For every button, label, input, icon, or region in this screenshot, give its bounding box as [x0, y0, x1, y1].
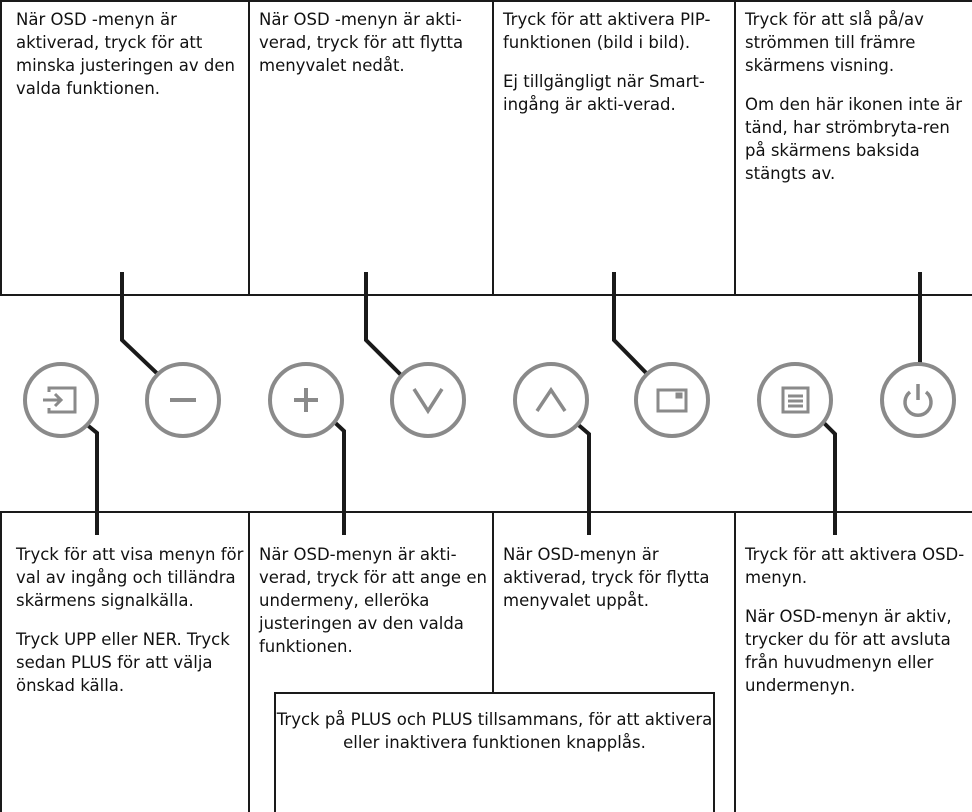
down-button[interactable]: [390, 362, 466, 438]
power-icon: [903, 384, 933, 417]
leader-menu: [820, 419, 837, 535]
input-source-icon: [43, 386, 77, 414]
pip-button[interactable]: [634, 362, 710, 438]
bottom-desc-input: Tryck för att visa menyn för val av ingå…: [16, 543, 244, 713]
menu-icon: [781, 386, 810, 414]
top-desc-power: Tryck för att slå på/av strömmen till fr…: [745, 8, 970, 201]
bottom-desc-input-text-2: Tryck UPP eller NER. Tryck sedan PLUS fö…: [16, 630, 230, 695]
leader-input: [84, 422, 99, 535]
top-desc-pip-text-1: Tryck för att aktivera PIP-funktionen (b…: [503, 10, 711, 52]
leader-plus: [327, 415, 346, 535]
top-desc-minus: När OSD -menyn är aktiverad, tryck för a…: [16, 8, 244, 116]
leader-down: [364, 272, 406, 380]
pip-icon: [656, 388, 688, 413]
power-button[interactable]: [880, 362, 956, 438]
top-desc-power-text-2: Om den här ikonen inte är tänd, har strö…: [745, 95, 962, 183]
menu-button[interactable]: [757, 362, 833, 438]
top-desc-power-text-1: Tryck för att slå på/av strömmen till fr…: [745, 10, 924, 75]
key-lock-note-text: Tryck på PLUS och PLUS tillsammans, för …: [276, 710, 713, 752]
leader-up: [573, 420, 591, 535]
top-desc-minus-text: När OSD -menyn är aktiverad, tryck för a…: [16, 10, 235, 98]
bottom-desc-menu-text-1: Tryck för att aktivera OSD-menyn.: [745, 545, 965, 587]
bottom-desc-menu-text-2: När OSD-menyn är aktiv, trycker du för a…: [745, 607, 952, 695]
bottom-desc-up-text: När OSD-menyn är aktiverad, tryck för fl…: [503, 545, 710, 610]
bottom-desc-up: När OSD-menyn är aktiverad, tryck för fl…: [503, 543, 731, 628]
button-row: [23, 362, 956, 438]
chevron-down-icon: [412, 388, 444, 415]
input-source-button[interactable]: [23, 362, 99, 438]
leader-minus: [120, 272, 167, 383]
minus-button[interactable]: [145, 362, 221, 438]
bottom-desc-plus: När OSD-menyn är akti-verad, tryck för a…: [259, 543, 487, 674]
leader-lines: [84, 272, 922, 535]
up-button[interactable]: [513, 362, 589, 438]
top-desc-pip-text-2: Ej tillgängligt när Smart-ingång är akti…: [503, 72, 705, 114]
plus-button[interactable]: [268, 362, 344, 438]
top-desc-pip: Tryck för att aktivera PIP-funktionen (b…: [503, 8, 731, 132]
top-desc-down: När OSD -menyn är akti-verad, tryck för …: [259, 8, 489, 93]
bottom-desc-plus-text: När OSD-menyn är akti-verad, tryck för a…: [259, 545, 487, 656]
key-lock-note: Tryck på PLUS och PLUS tillsammans, för …: [274, 692, 715, 812]
bottom-desc-menu: Tryck för att aktivera OSD-menyn. När OS…: [745, 543, 970, 713]
plus-icon: [294, 388, 318, 412]
chevron-up-icon: [535, 386, 567, 412]
top-desc-down-text: När OSD -menyn är akti-verad, tryck för …: [259, 10, 464, 75]
bottom-desc-input-text-1: Tryck för att visa menyn för val av ingå…: [16, 545, 244, 610]
leader-pip: [612, 272, 656, 383]
